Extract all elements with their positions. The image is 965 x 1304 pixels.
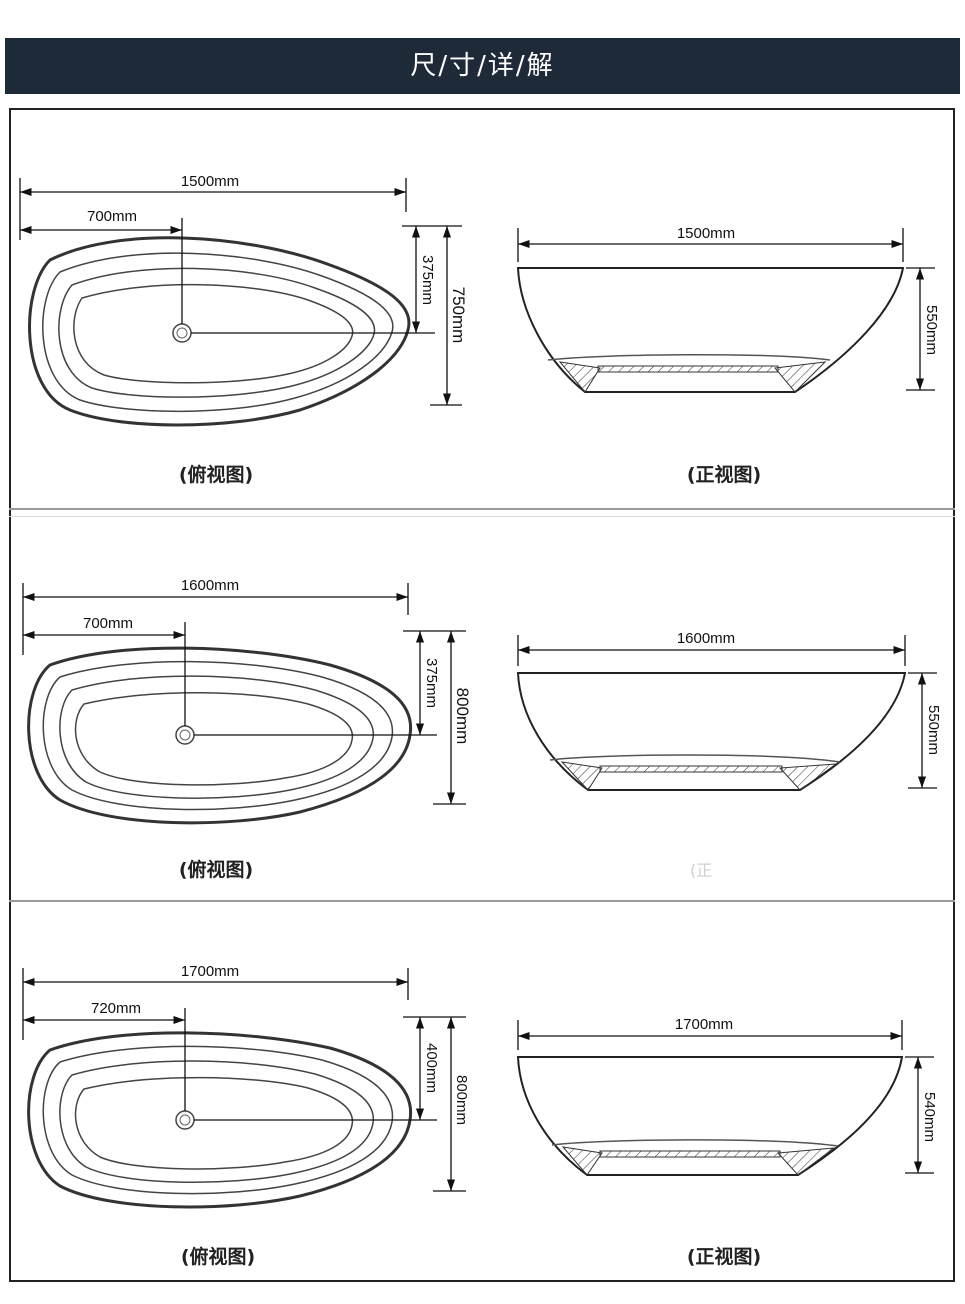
panel-divider-2: [9, 900, 955, 902]
front-view-1: 1500mm 550mm (正视图): [516, 225, 940, 486]
front-length-label: 1700mm: [675, 1016, 733, 1033]
top-half-width-label: 375mm: [423, 658, 440, 708]
top-view-caption: (俯视图): [179, 858, 253, 881]
top-width-label: 800mm: [453, 688, 472, 745]
top-half-width-label: 375mm: [419, 255, 436, 305]
top-center-label: 700mm: [83, 615, 133, 632]
front-height-label: 540mm: [921, 1092, 938, 1142]
front-length-label: 1500mm: [677, 225, 735, 242]
top-view-caption: (俯视图): [179, 463, 253, 486]
front-view-2: 1600mm 550mm (正: [516, 630, 942, 880]
front-height-label: 550mm: [925, 705, 942, 755]
front-view-caption: (正: [690, 861, 712, 880]
top-center-label: 700mm: [87, 208, 137, 225]
front-height-label: 550mm: [923, 305, 940, 355]
top-length-label: 1600mm: [181, 577, 239, 594]
front-view-3: 1700mm 540mm (正视图): [516, 1016, 938, 1268]
front-view-caption: (正视图): [687, 463, 761, 486]
section-title: 尺/寸/详/解: [410, 51, 555, 81]
panel-divider-1b: [9, 516, 955, 517]
top-half-width-label: 400mm: [423, 1043, 440, 1093]
top-length-label: 1700mm: [181, 963, 239, 980]
panel-divider-1: [9, 508, 955, 510]
front-view-caption: (正视图): [687, 1245, 761, 1268]
top-view-caption: (俯视图): [181, 1245, 255, 1268]
top-view-2: 1600mm 700mm 375mm 800mm (俯视图): [22, 577, 472, 881]
diagram-frame: [9, 108, 955, 1282]
top-center-label: 720mm: [91, 1000, 141, 1017]
top-view-3: 1700mm 720mm 400mm 800mm (俯视图): [22, 963, 470, 1268]
front-length-label: 1600mm: [677, 630, 735, 647]
panel-1: 1500mm 700mm 375mm 750mm (俯视图) 1500mm 55…: [19, 173, 940, 486]
top-width-label: 750mm: [449, 287, 468, 344]
top-width-label: 800mm: [453, 1075, 470, 1125]
top-view-1: 1500mm 700mm 375mm 750mm (俯视图): [19, 173, 468, 486]
panel-2: 1600mm 700mm 375mm 800mm (俯视图) 1600mm 55…: [22, 577, 942, 881]
top-length-label: 1500mm: [181, 173, 239, 190]
section-header: 尺/寸/详/解: [5, 38, 960, 94]
panel-3: 1700mm 720mm 400mm 800mm (俯视图) 1700mm 54…: [22, 963, 938, 1268]
